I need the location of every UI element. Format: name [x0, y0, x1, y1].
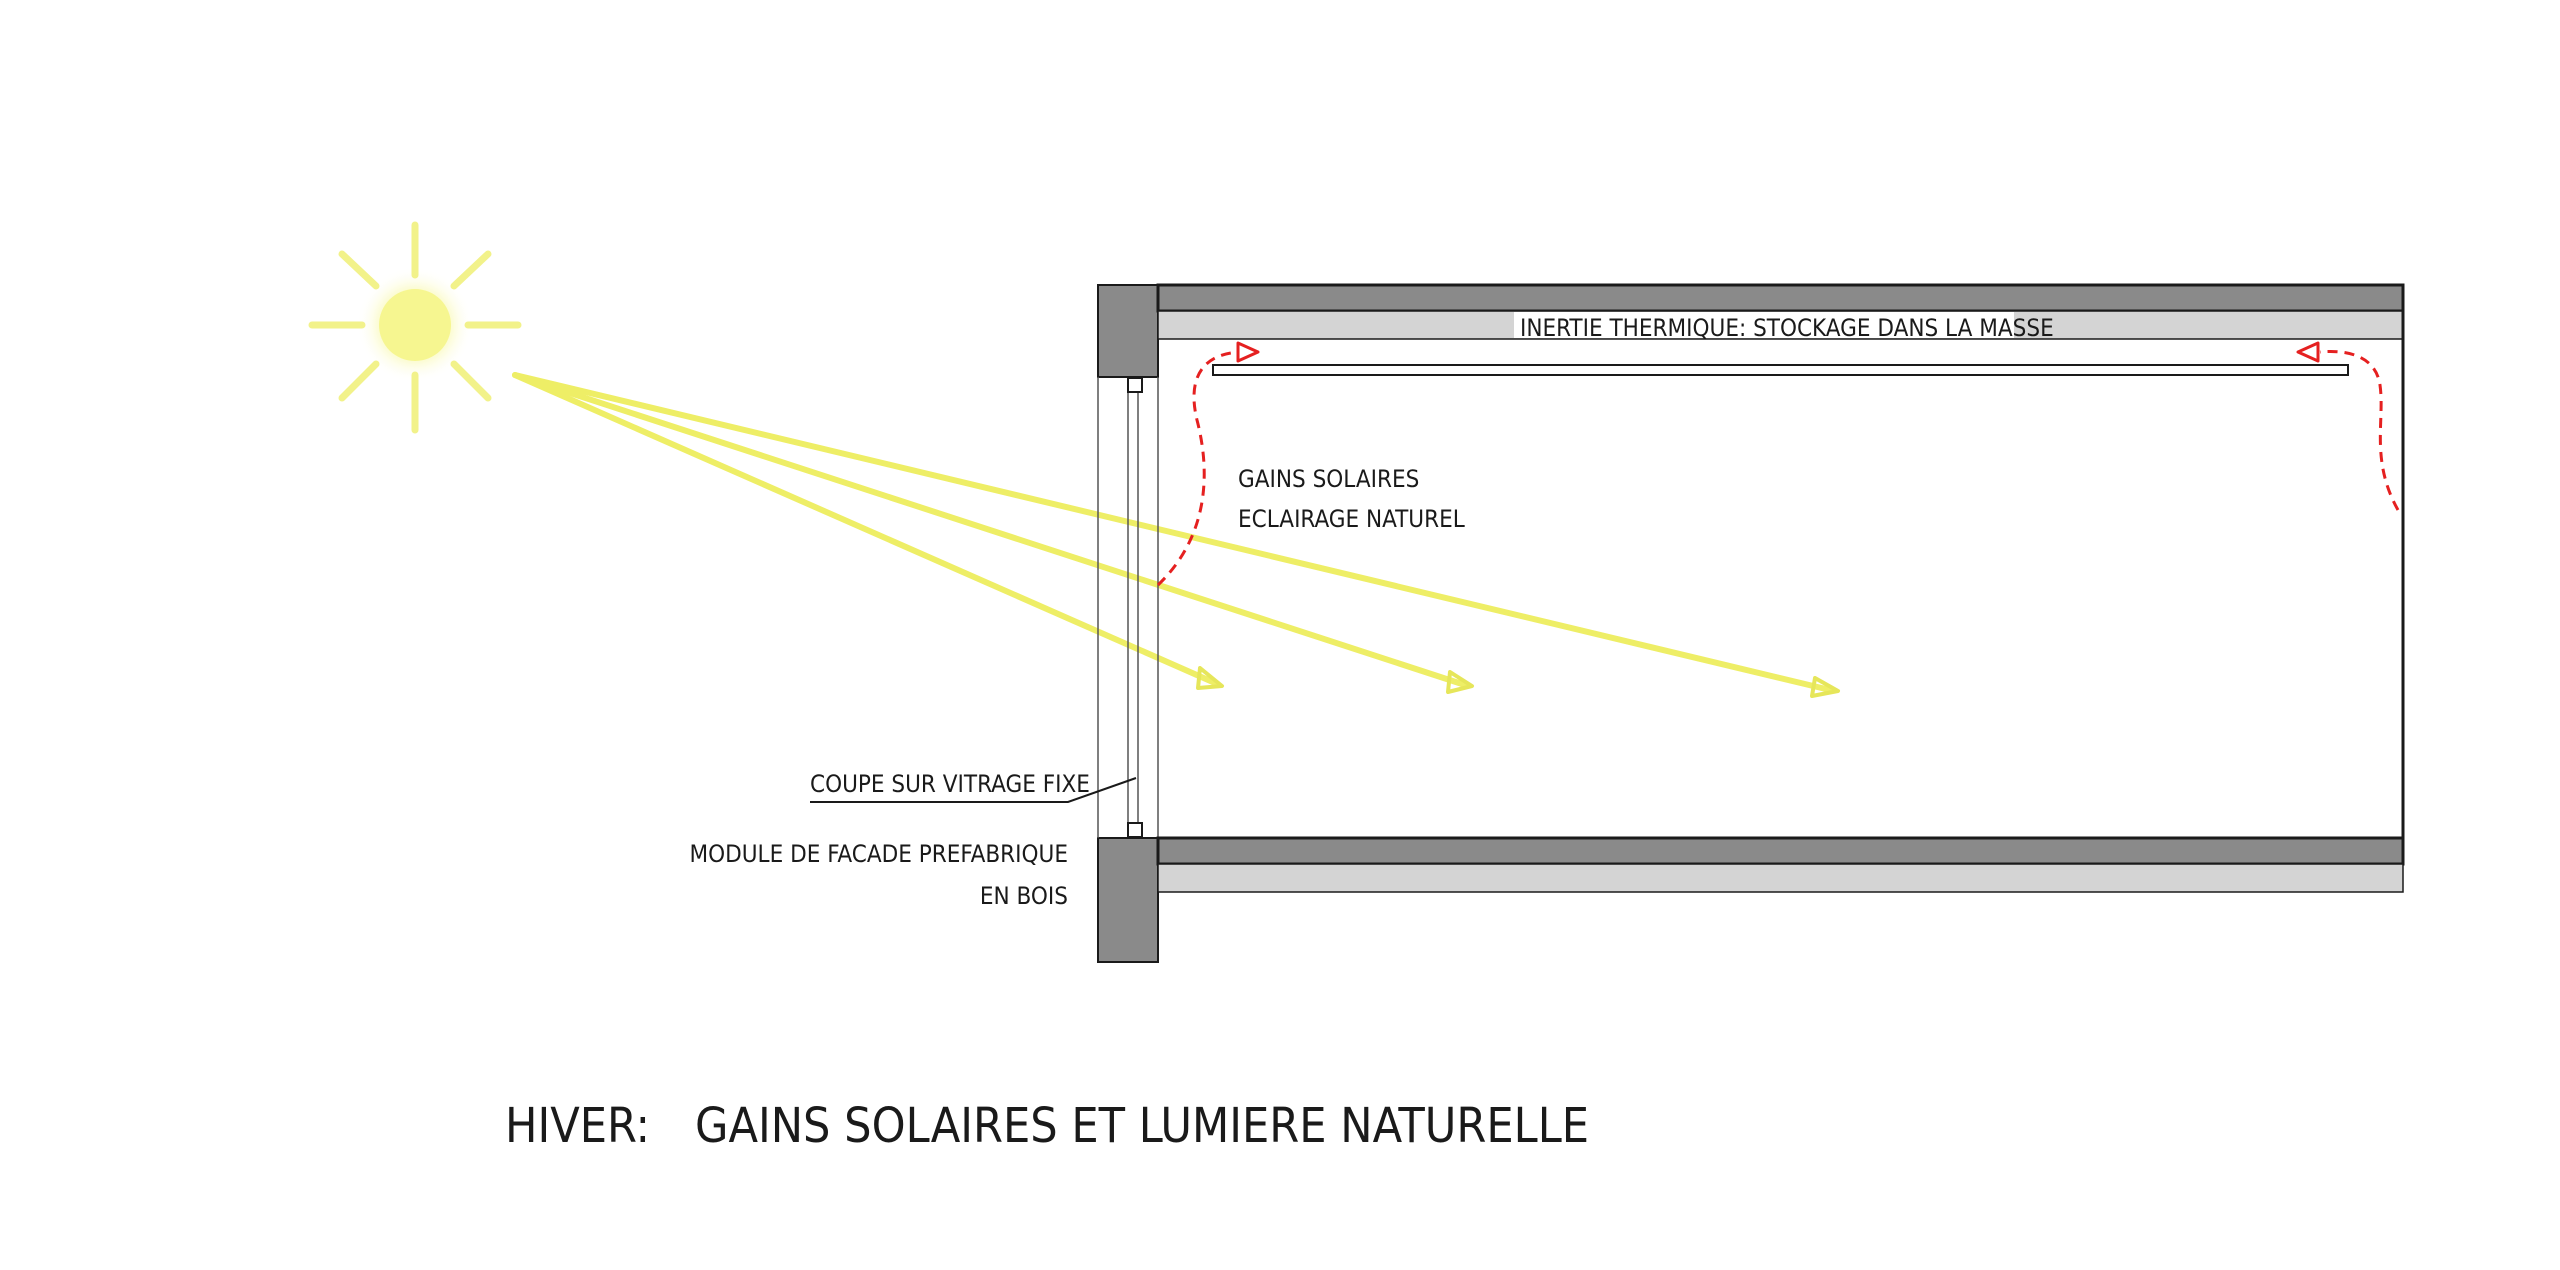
gains-label-line2: ECLAIRAGE NATUREL [1238, 505, 1465, 533]
airflow-right [2319, 349, 2400, 511]
facade-column-top [1097, 284, 1159, 378]
airflow-paths [1156, 349, 2400, 587]
suspended-ceiling-panel [1212, 364, 2349, 376]
gains-label-line1: GAINS SOLAIRES [1238, 465, 1419, 493]
sun-ray-arrowheads [1196, 666, 1840, 698]
module-label-line2: EN BOIS [980, 882, 1068, 910]
inertia-label: INERTIE THERMIQUE: STOCKAGE DANS LA MASS… [1520, 314, 2054, 342]
facade-column-bottom [1097, 837, 1159, 963]
module-label-line1: MODULE DE FACADE PREFABRIQUE [689, 840, 1068, 868]
airflow-left [1156, 350, 1251, 587]
section-leader-line [810, 777, 1137, 803]
sun-ray-1 [512, 372, 1218, 686]
sun-ray-2 [512, 372, 1468, 688]
glazing-spacer-bottom [1127, 822, 1143, 838]
inertia-label-background [1514, 312, 2014, 338]
sun-ray-3 [512, 372, 1833, 693]
fixed-glazing [1097, 377, 1159, 838]
glazing-spacer-top [1127, 377, 1143, 393]
diagram-caption: GAINS SOLAIRES ET LUMIERE NATURELLE [695, 1098, 1589, 1154]
floor-finish [1157, 863, 2404, 893]
section-label: COUPE SUR VITRAGE FIXE [810, 770, 1090, 798]
floor-slab [1156, 836, 2405, 866]
airflow-arrowheads [1236, 341, 2320, 363]
season-title: HIVER: [505, 1098, 650, 1154]
sun-rays [512, 372, 1833, 693]
ceiling-slab [1156, 283, 2405, 313]
sun-icon [308, 221, 522, 434]
